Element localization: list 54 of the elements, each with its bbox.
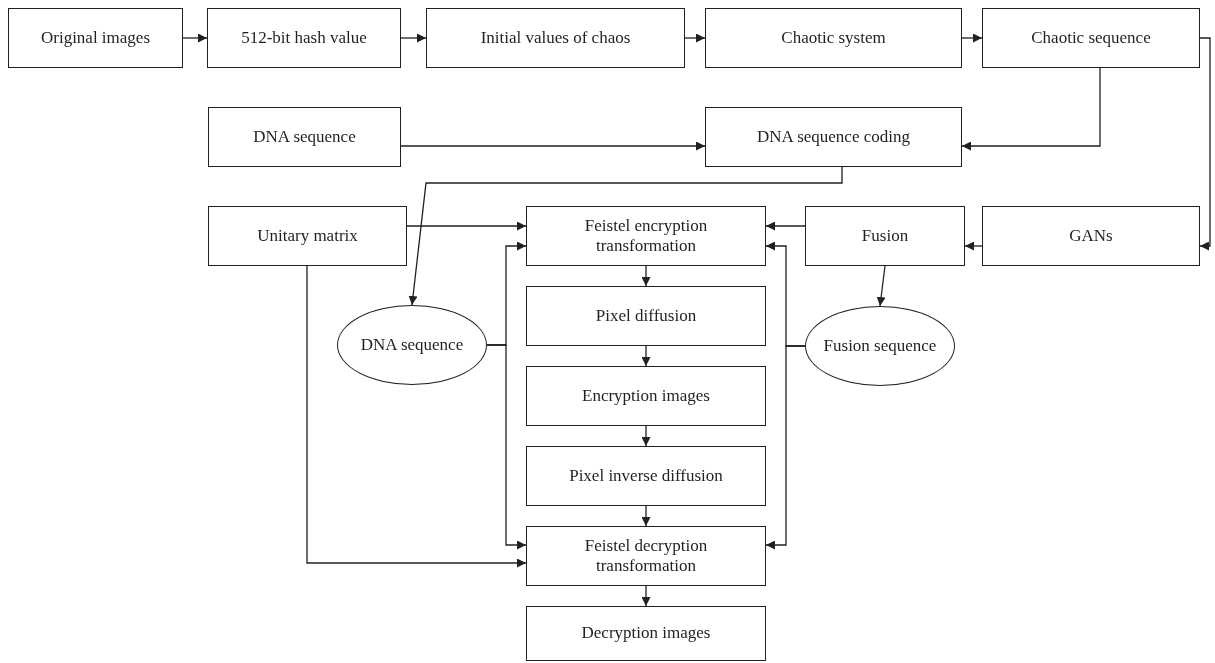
- box-label: 512-bit hash value: [241, 27, 367, 49]
- process-box: [982, 206, 1200, 266]
- box-label: Unitary matrix: [257, 225, 358, 247]
- box-label: GANs: [1069, 225, 1113, 247]
- process-box: [526, 206, 766, 266]
- arrow: [1199, 37, 1211, 251]
- arrow: [684, 33, 706, 43]
- process-box: [208, 206, 407, 266]
- box-label: Original images: [40, 27, 151, 49]
- process-box: [526, 606, 766, 661]
- arrow: [406, 221, 527, 231]
- arrow: [765, 345, 806, 550]
- box-label: DNA sequence coding: [757, 126, 910, 148]
- box-label: DNA sequence: [360, 334, 464, 356]
- arrow: [961, 33, 983, 43]
- box-label: DNA sequence: [253, 126, 356, 148]
- process-box: [426, 8, 685, 68]
- process-box: [526, 366, 766, 426]
- arrow: [641, 265, 651, 287]
- arrow: [641, 425, 651, 447]
- arrow: [964, 241, 983, 251]
- box-label: Chaotic sequence: [1031, 27, 1151, 49]
- process-box: [208, 107, 401, 167]
- arrow: [961, 67, 1101, 151]
- arrow: [400, 33, 427, 43]
- process-box: [982, 8, 1200, 68]
- box-label: Initial values of chaos: [480, 27, 631, 49]
- box-label: Feistel encryption transformation: [583, 215, 709, 257]
- box-label: Fusion sequence: [823, 335, 937, 357]
- box-label: Fusion: [861, 225, 909, 247]
- box-label: Decryption images: [581, 623, 711, 644]
- box-label: Pixel diffusion: [595, 305, 697, 327]
- process-box: [705, 8, 962, 68]
- arrow: [876, 265, 886, 307]
- box-label: Feistel decryption transformation: [583, 535, 709, 577]
- arrow: [408, 166, 843, 306]
- arrow: [400, 141, 706, 151]
- arrow: [641, 345, 651, 367]
- box-label: Encryption images: [582, 385, 710, 407]
- process-box: [526, 526, 766, 586]
- process-box: [8, 8, 183, 68]
- process-box: [207, 8, 401, 68]
- arrow: [641, 505, 651, 527]
- process-box: [526, 446, 766, 506]
- box-label: Pixel inverse diffusion: [569, 465, 723, 487]
- arrow: [641, 585, 651, 607]
- arrow: [765, 221, 806, 231]
- process-box: [705, 107, 962, 167]
- arrow: [306, 265, 527, 568]
- arrow: [182, 33, 208, 43]
- box-label: Chaotic system: [781, 27, 886, 49]
- process-box: [526, 286, 766, 346]
- arrow: [486, 344, 527, 550]
- process-box: [805, 206, 965, 266]
